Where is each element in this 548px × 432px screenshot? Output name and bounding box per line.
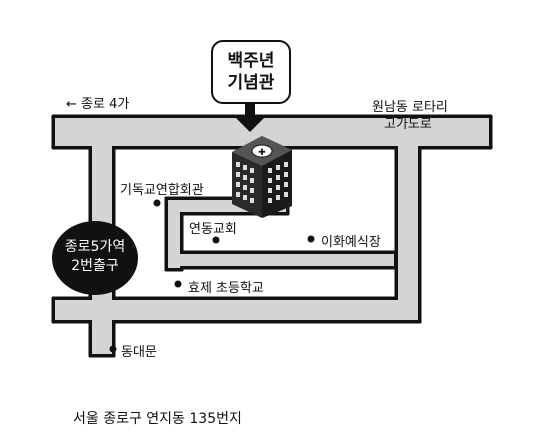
station-exit: 2번출구	[71, 258, 119, 274]
marker-yeondong	[212, 236, 220, 244]
label-jongno4ga: ← 종로 4가	[66, 97, 130, 112]
svg-text:✚: ✚	[258, 148, 266, 158]
label-gidok: 기독교연합회관	[120, 183, 204, 198]
address-text: 서울 종로구 연지동 135번지	[73, 411, 242, 427]
marker-hyoje	[174, 280, 182, 288]
marker-dongdaemun	[109, 345, 117, 353]
label-wonnam-line1: 원남동 로타리	[372, 100, 448, 115]
label-dongdaemun: 동대문	[121, 345, 157, 360]
dot-marker-icon	[109, 199, 315, 353]
label-hyoje-school: 효제 초등학교	[188, 281, 264, 296]
label-yeondong-church: 연동교회	[189, 222, 237, 237]
arrow-down-icon	[236, 104, 264, 132]
label-ihwa-hall: 이화예식장	[321, 235, 381, 250]
landmark-title-box: 백주년 기념관	[211, 40, 291, 104]
building-icon: ✚	[232, 136, 292, 218]
landmark-title-line2: 기념관	[227, 73, 275, 93]
marker-ihwa	[307, 235, 315, 243]
label-wonnam-line2: 고가도로	[384, 117, 432, 132]
marker-gidok	[153, 199, 161, 207]
station-exit-badge: 종로5가역 2번출구	[52, 221, 138, 295]
station-name: 종로5가역	[64, 239, 126, 255]
landmark-title-line1: 백주년	[227, 51, 275, 71]
